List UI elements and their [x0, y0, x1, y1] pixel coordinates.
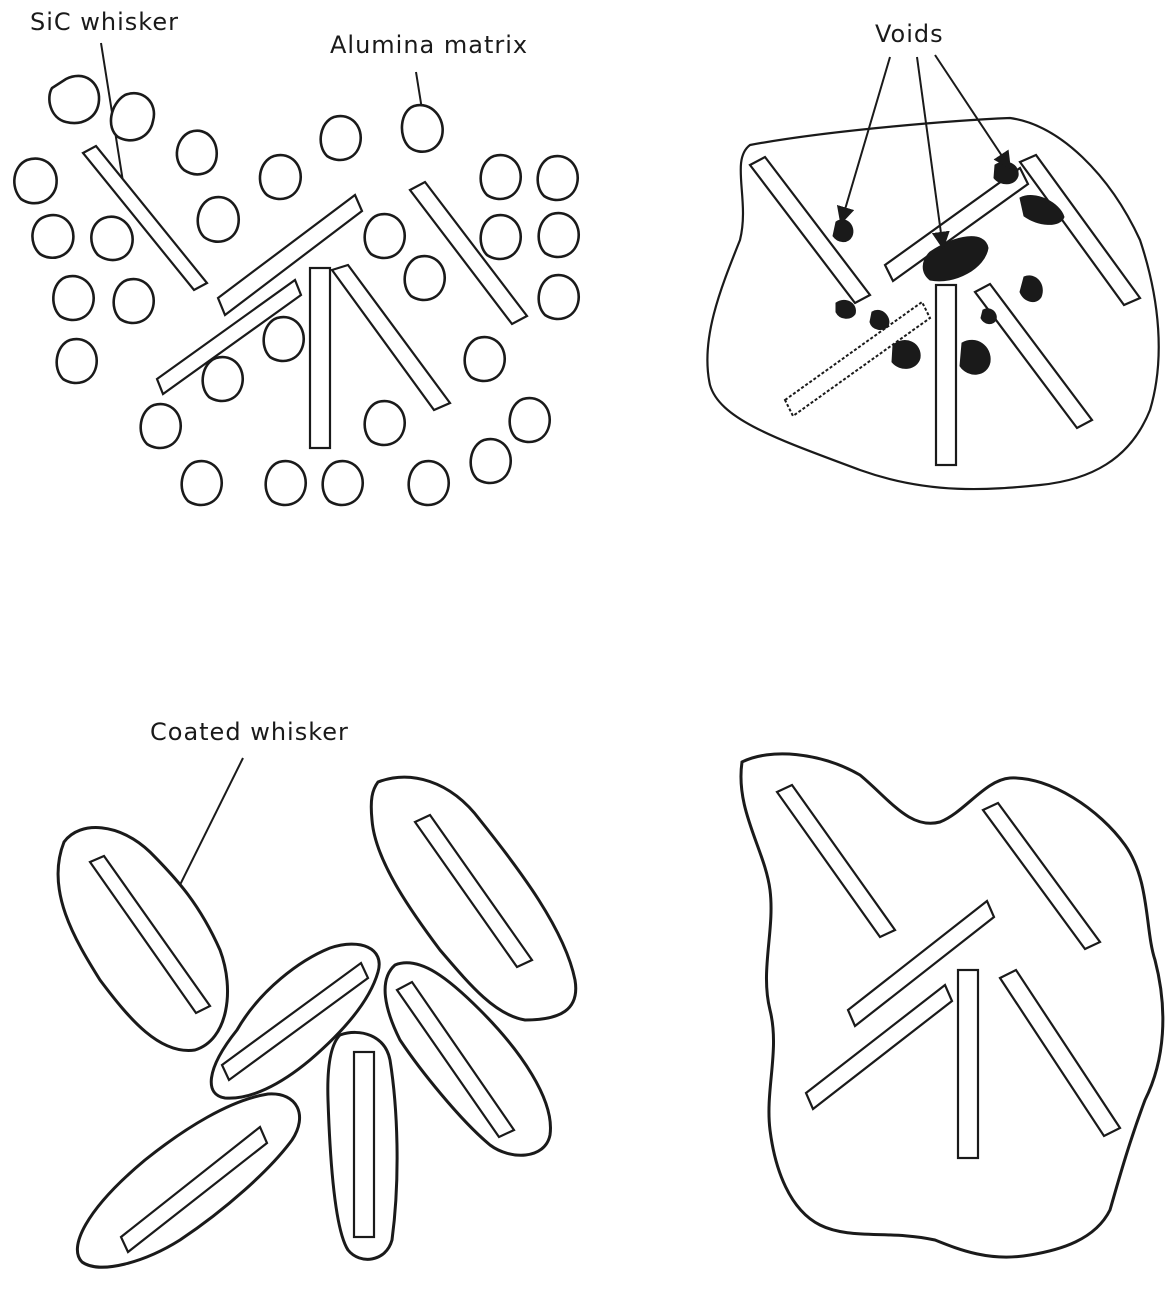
- alumina-grain: [481, 155, 521, 199]
- label-sic-whisker: SiC whisker: [30, 8, 179, 36]
- alumina-grain: [49, 76, 99, 123]
- sic-whisker: [354, 1052, 374, 1237]
- alumina-grain: [111, 93, 154, 140]
- alumina-grain: [177, 131, 217, 175]
- alumina-grain: [266, 461, 306, 505]
- void: [981, 309, 996, 324]
- alumina-grain: [264, 317, 304, 361]
- alumina-grain: [471, 439, 511, 483]
- alumina-grain: [405, 256, 445, 300]
- sic-whisker: [936, 285, 956, 465]
- alumina-grain: [323, 461, 363, 505]
- label-coated-whisker: Coated whisker: [150, 718, 349, 746]
- whisker-coating: [77, 1094, 299, 1267]
- alumina-grain: [465, 337, 505, 381]
- alumina-grain: [182, 461, 222, 505]
- sic-whisker: [310, 268, 330, 448]
- alumina-grain: [365, 214, 405, 258]
- alumina-grain: [198, 197, 239, 242]
- panel-coated-whiskers: Coated whisker: [58, 718, 576, 1267]
- alumina-grain: [14, 159, 56, 204]
- void: [892, 341, 920, 369]
- alumina-grain: [260, 155, 301, 199]
- void: [994, 162, 1018, 184]
- sic-whisker: [958, 970, 978, 1158]
- label-voids: Voids: [875, 20, 944, 48]
- alumina-grain: [481, 215, 521, 259]
- panel-whiskers-in-alumina-matrix: SiC whisker Alumina matrix: [14, 8, 578, 505]
- alumina-grain: [203, 357, 243, 401]
- alumina-grain: [402, 105, 443, 152]
- alumina-grain: [539, 275, 579, 319]
- alumina-grain: [114, 279, 154, 323]
- panel-consolidated-composite: [741, 754, 1163, 1257]
- alumina-grain: [91, 217, 132, 260]
- label-alumina-matrix: Alumina matrix: [330, 31, 528, 59]
- alumina-grain: [57, 339, 97, 383]
- alumina-grain: [538, 156, 578, 200]
- alumina-grain: [53, 276, 93, 320]
- leader-coated-whisker: [170, 758, 243, 905]
- panel-voids: Voids: [707, 20, 1158, 489]
- alumina-grain: [539, 213, 579, 257]
- alumina-grain: [365, 401, 405, 445]
- alumina-grain: [321, 116, 361, 160]
- alumina-grain: [409, 461, 449, 505]
- alumina-grain: [141, 404, 181, 448]
- void: [833, 220, 853, 242]
- alumina-grain: [32, 215, 73, 258]
- coated-whisker-particles: [58, 777, 576, 1267]
- alumina-grain: [510, 398, 550, 442]
